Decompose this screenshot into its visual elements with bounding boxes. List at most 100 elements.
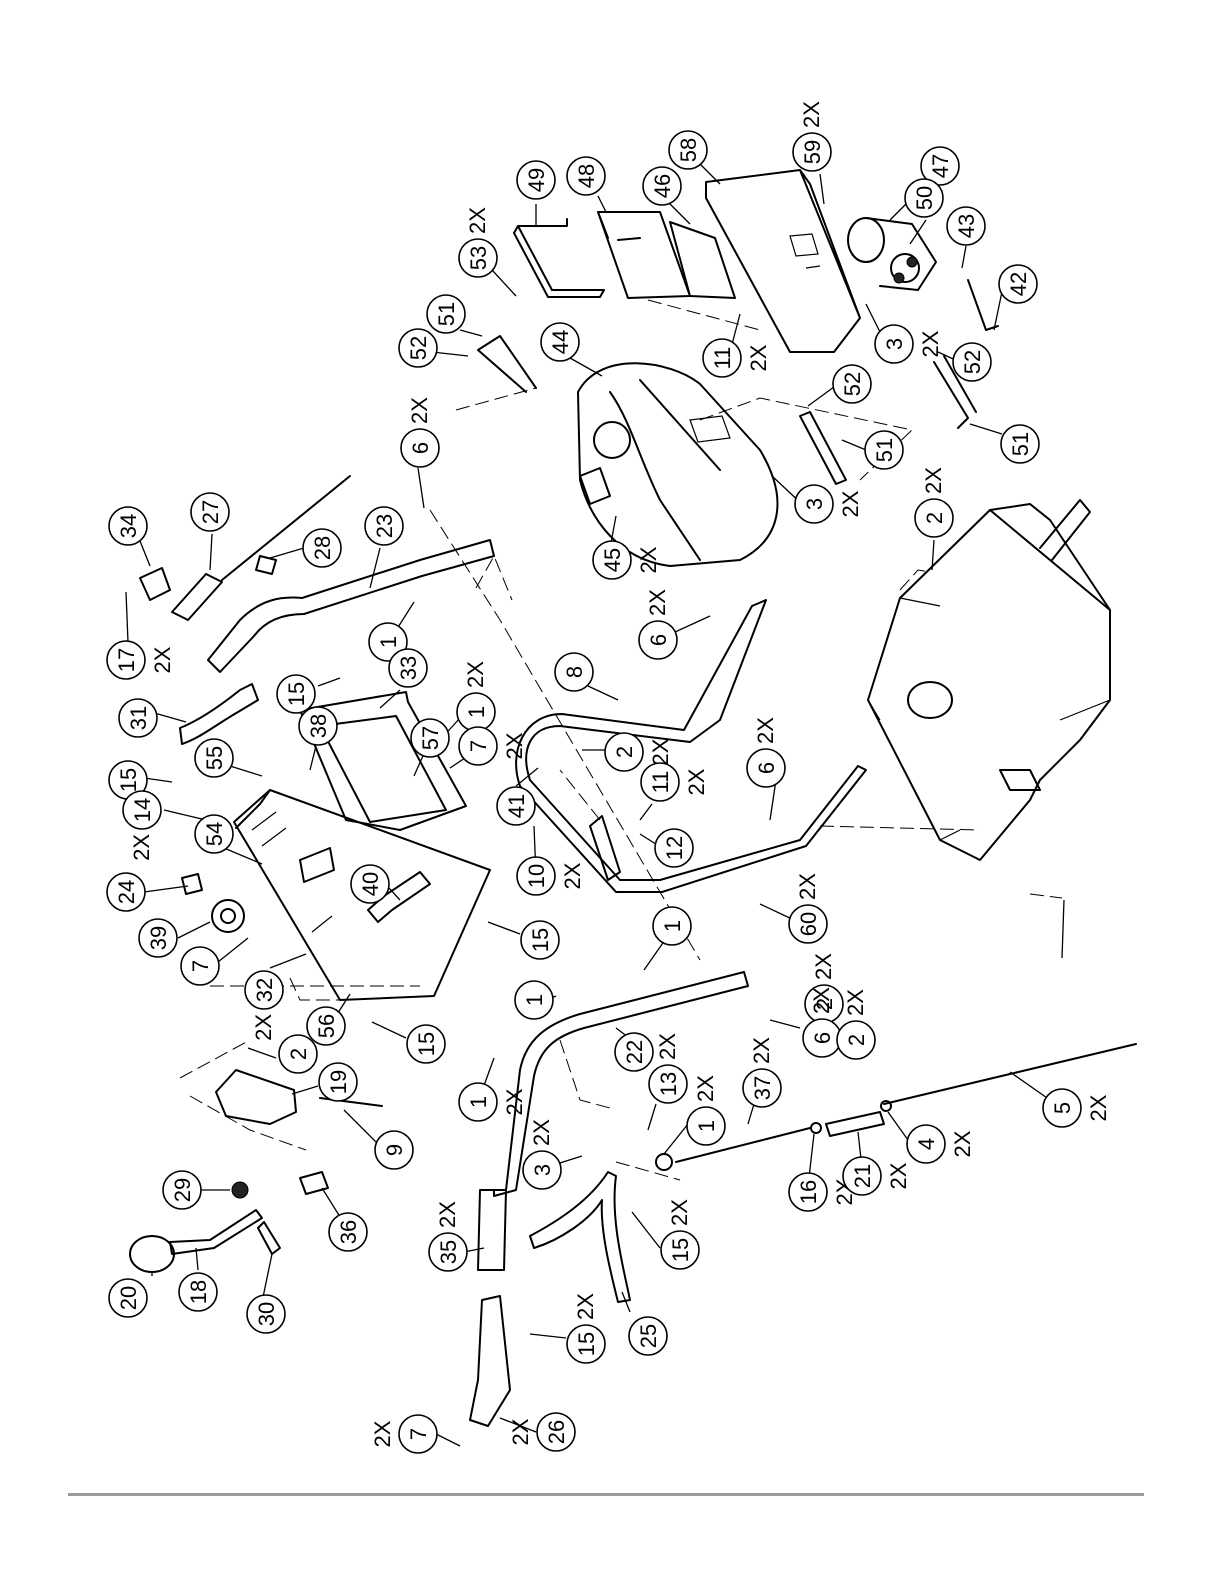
- control-panel-55: [233, 789, 491, 1001]
- callout-circle: [946, 206, 986, 246]
- callout-number: 52: [840, 372, 865, 396]
- grip-35: [477, 1189, 507, 1271]
- callout-circle: [458, 726, 498, 766]
- lever-31: [179, 683, 259, 745]
- callout-20: 20: [108, 1278, 148, 1318]
- callout-circle: [302, 528, 342, 568]
- callout-number: 16: [796, 1180, 821, 1204]
- callout-number: 12: [662, 836, 687, 860]
- callout-number: 52: [960, 350, 985, 374]
- callout-15: 15: [520, 920, 560, 960]
- switch-36: [299, 1171, 329, 1195]
- callout-number: 2: [286, 1048, 311, 1060]
- knob-39: [211, 899, 245, 933]
- callout-number: 47: [928, 154, 953, 178]
- callout-quantity: 2X: [843, 989, 868, 1016]
- callout-number: 3: [530, 1164, 555, 1176]
- callout-number: 39: [146, 926, 171, 950]
- callout-circle: [118, 698, 158, 738]
- callout-number: 35: [436, 1240, 461, 1264]
- callout-number: 11: [710, 347, 735, 370]
- callout-circle: [388, 648, 428, 688]
- callout-number: 6: [810, 1032, 835, 1044]
- callout-44: 44: [540, 322, 580, 362]
- callout-leaders: [125, 163, 1065, 1447]
- callout-number: 24: [114, 880, 139, 904]
- callout-circle: [496, 786, 536, 826]
- callout-15: 15: [108, 760, 148, 800]
- callout-quantity: 2X: [370, 1420, 395, 1447]
- callout-circle: [652, 906, 692, 946]
- callout-number: 54: [202, 822, 227, 846]
- callout-34: 34: [108, 506, 148, 546]
- sleeve-21: [825, 1111, 885, 1137]
- callout-quantity: 2X: [508, 1418, 533, 1445]
- callout-quantity: 2X: [560, 862, 585, 889]
- callout-quantity: 2X: [749, 1037, 774, 1064]
- callout-quantity: 2X: [573, 1293, 598, 1320]
- callout-1: 1: [514, 980, 554, 1020]
- throttle-control-27: [171, 475, 351, 621]
- callout-circle: [246, 1294, 286, 1334]
- callout-circle: [398, 1414, 438, 1454]
- shift-knob-20: [129, 1235, 175, 1273]
- callout-47: 47: [920, 146, 960, 186]
- handle-tube-23: [207, 539, 495, 673]
- callout-number: 45: [600, 548, 625, 572]
- callout-quantity: 2X: [693, 1075, 718, 1102]
- callout-circle: [614, 1032, 654, 1072]
- callout-number: 7: [466, 740, 491, 752]
- bracket-19: [215, 1069, 297, 1125]
- callout-58: 58: [668, 130, 708, 170]
- callout-circle: [1000, 424, 1040, 464]
- callout-number: 60: [796, 912, 821, 936]
- callout-19: 19: [318, 1062, 358, 1102]
- callout-number: 15: [528, 928, 553, 952]
- callout-circle: [410, 718, 450, 758]
- callout-circle: [106, 640, 146, 680]
- callout-circle: [244, 970, 284, 1010]
- callout-number: 3: [882, 338, 907, 350]
- callout-quantity: 2X: [435, 1201, 460, 1228]
- callout-39: 39: [138, 918, 178, 958]
- callout-circle: [400, 428, 440, 468]
- callout-number: 4: [914, 1138, 939, 1150]
- callout-48: 48: [566, 156, 606, 196]
- callout-quantity: 2X: [811, 953, 836, 980]
- callout-circle: [874, 324, 914, 364]
- rod-51-top: [477, 335, 537, 393]
- callout-number: 2: [844, 1034, 869, 1046]
- callout-number: 1: [464, 706, 489, 718]
- rod-37: [675, 1127, 811, 1163]
- callout-circle: [742, 1068, 782, 1108]
- callout-circle: [794, 484, 834, 524]
- callout-number: 56: [314, 1014, 339, 1038]
- callout-circle: [194, 814, 234, 854]
- callout-circle: [864, 430, 904, 470]
- callout-30: 30: [246, 1294, 286, 1334]
- callout-2: 2: [278, 1034, 318, 1074]
- callout-circle: [122, 790, 162, 830]
- callout-9: 9: [374, 1130, 414, 1170]
- callout-number: 2: [812, 998, 837, 1010]
- parts-linework: [129, 169, 1137, 1427]
- callout-number: 1: [522, 994, 547, 1006]
- main-handle-8: [515, 599, 867, 893]
- callout-circle: [686, 1106, 726, 1146]
- callout-number: 36: [336, 1220, 361, 1244]
- callout-number: 59: [800, 140, 825, 164]
- callout-number: 51: [872, 438, 897, 462]
- callout-number: 53: [466, 246, 491, 270]
